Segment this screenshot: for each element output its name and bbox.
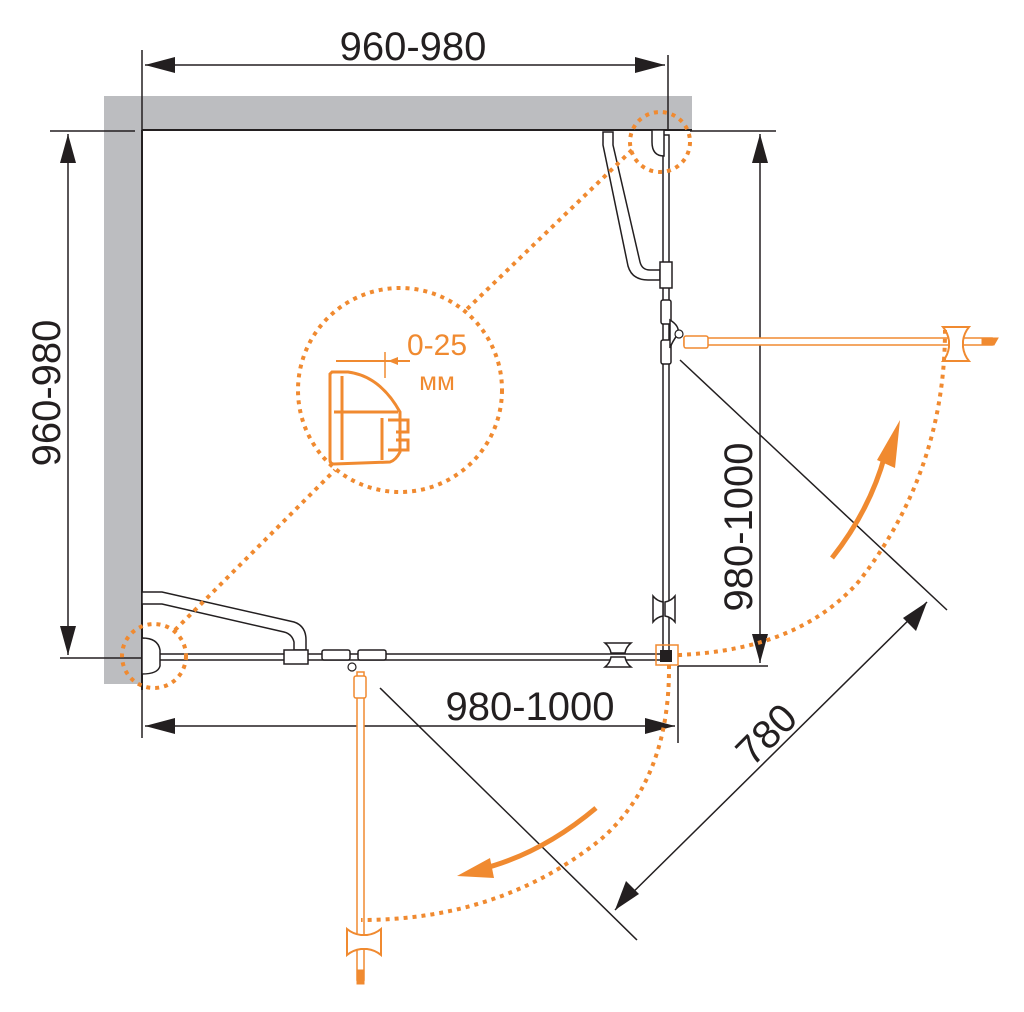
support-bar-icon	[141, 591, 307, 651]
dim-left-label: 960-980	[25, 320, 69, 467]
door-handle-icon	[346, 926, 382, 958]
door-handle-icon	[602, 642, 634, 668]
door-handle-icon	[940, 326, 972, 362]
dim-right-label: 980-1000	[717, 442, 761, 611]
adjustment-unit-label: мм	[419, 366, 455, 396]
wall-bracket-icon	[141, 637, 161, 675]
swing-arrow-icon	[477, 454, 888, 873]
detail-callouts	[120, 110, 692, 690]
dimension-right-height: 980-1000	[678, 130, 776, 667]
dim-diagonal-label: 780	[728, 696, 806, 774]
dimension-bottom-width: 980-1000	[141, 666, 679, 743]
wall-bracket-icon	[651, 129, 665, 157]
open-door-bottom	[346, 671, 382, 985]
bottom-fixed-panel	[141, 591, 669, 675]
adjustment-range-label: 0-25	[407, 329, 467, 362]
right-fixed-panel	[602, 129, 684, 656]
dimension-top-width: 960-980	[141, 25, 669, 130]
open-door-right	[683, 326, 999, 362]
swing-arrow-head-up	[877, 420, 900, 468]
swing-arrow-head-down	[457, 858, 494, 878]
door-handle-icon	[652, 593, 676, 625]
dim-top-label: 960-980	[340, 25, 487, 69]
wall	[104, 96, 692, 690]
door-swing-arcs	[360, 329, 947, 922]
dim-bottom-label: 980-1000	[445, 685, 614, 729]
profile-section-icon	[328, 352, 410, 466]
dimension-left-height: 960-980	[25, 130, 150, 659]
